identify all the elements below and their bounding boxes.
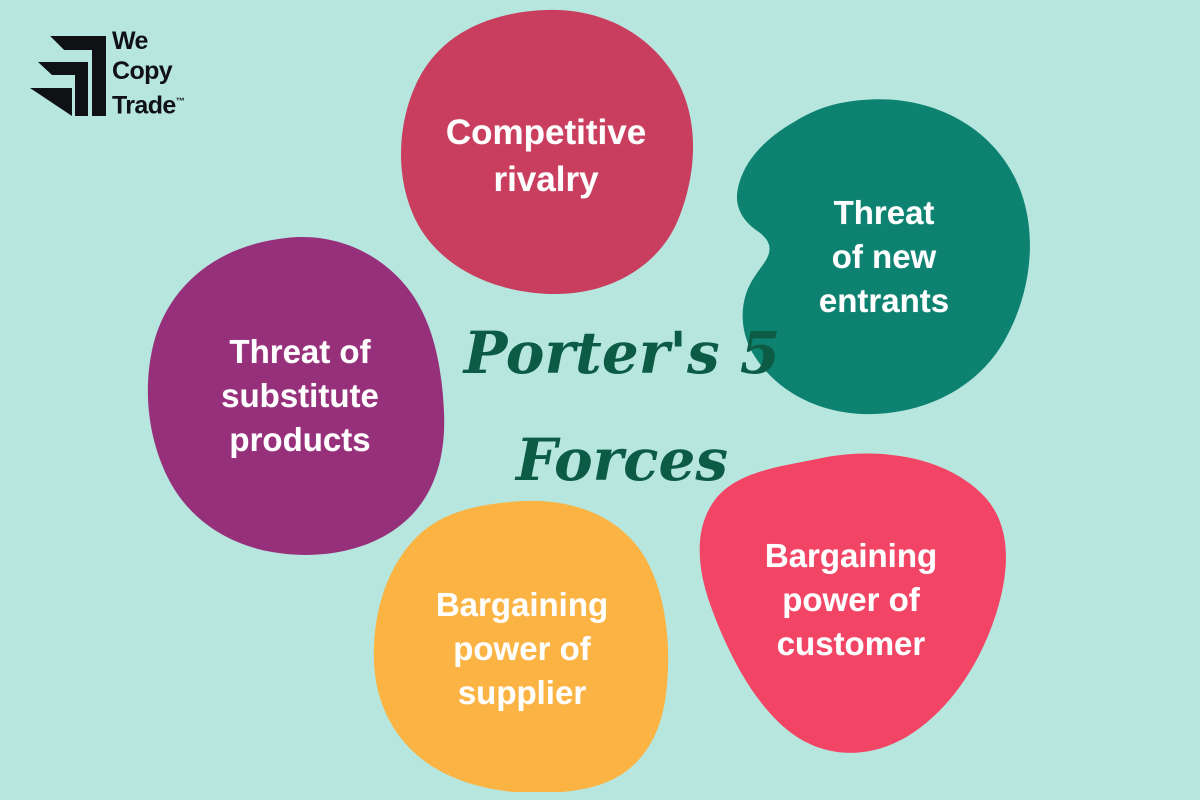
wecopytrade-wordmark: We Copy Trade™ — [112, 26, 230, 122]
force-bargaining-power-of-customer[interactable]: Bargaining power of customer — [692, 452, 1010, 754]
force-label-threat-of-substitute-products: Threat of substitute products — [221, 333, 379, 458]
force-competitive-rivalry[interactable]: Competitive rivalry — [396, 8, 696, 296]
force-bargaining-power-of-supplier[interactable]: Bargaining power of supplier — [372, 500, 672, 792]
wecopytrade-arrow-mark — [30, 36, 106, 116]
force-label-competitive-rivalry: Competitive rivalry — [445, 113, 647, 199]
force-label-threat-of-new-entrants: Threat of new entrants — [818, 194, 950, 319]
trademark-icon: ™ — [175, 96, 185, 106]
blob-shape-competitive-rivalry — [401, 9, 694, 295]
force-label-bargaining-power-of-customer: Bargaining power of customer — [764, 537, 938, 662]
force-threat-of-new-entrants[interactable]: Threat of new entrants — [712, 98, 1034, 416]
blob-shape-threat-of-new-entrants — [736, 99, 1030, 415]
blob-shape-bargaining-power-of-supplier — [373, 500, 669, 792]
logo-line-trade-text: Trade — [112, 91, 176, 120]
diagram-title: Porter's 5 Forces — [463, 319, 781, 495]
blob-shape-threat-of-substitute-products — [147, 237, 445, 555]
wecopytrade-logo: We Copy Trade™ — [20, 24, 230, 124]
logo-line-we: We — [112, 27, 148, 55]
force-label-bargaining-power-of-supplier: Bargaining power of supplier — [435, 586, 609, 711]
blob-shape-bargaining-power-of-customer — [699, 453, 1006, 753]
logo-line-copy: Copy — [112, 57, 173, 85]
logo-line-trade: Trade™ — [112, 86, 230, 120]
force-threat-of-substitute-products[interactable]: Threat of substitute products — [146, 236, 448, 556]
